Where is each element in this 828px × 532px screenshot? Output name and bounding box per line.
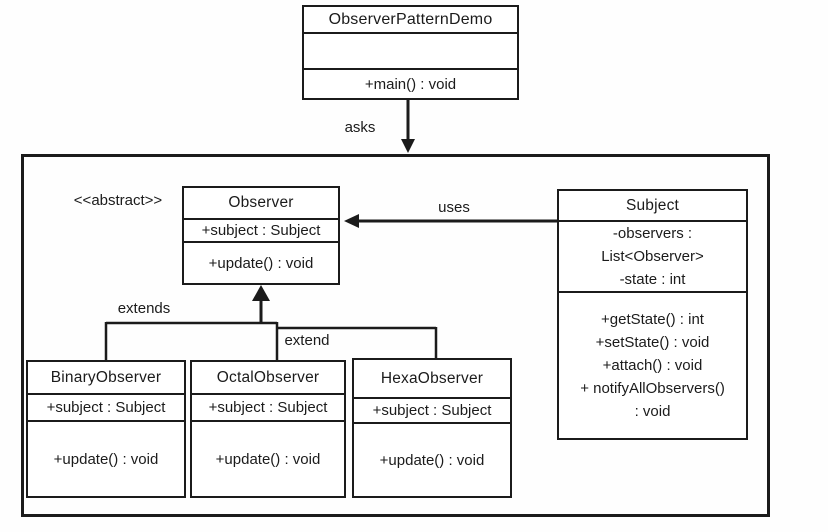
extends-label: extends <box>117 300 171 317</box>
class-title: Subject <box>559 191 746 222</box>
method-item: +setState() : void <box>595 334 710 351</box>
class-title: BinaryObserver <box>28 362 184 395</box>
class-attributes: +subject : Subject <box>354 399 510 424</box>
class-methods: +main() : void <box>304 70 517 98</box>
class-methods: +update() : void <box>354 424 510 496</box>
abstract-stereotype-label: <<abstract>> <box>73 192 163 209</box>
method-item: +update() : void <box>208 254 314 272</box>
system-boundary-box <box>21 154 770 517</box>
method-item: +update() : void <box>379 451 485 469</box>
attribute-item: +subject : Subject <box>201 222 321 239</box>
class-title: Observer <box>184 188 338 220</box>
uses-label: uses <box>438 199 470 216</box>
attribute-item: +subject : Subject <box>208 399 328 416</box>
class-methods: +getState() : int +setState() : void +at… <box>559 293 746 438</box>
method-item: +getState() : int <box>601 311 704 328</box>
attribute-item: -state : int <box>619 271 686 288</box>
attribute-item: +subject : Subject <box>372 402 492 419</box>
extend-label: extend <box>284 332 330 349</box>
asks-label: asks <box>344 119 376 136</box>
class-title: HexaObserver <box>354 360 510 399</box>
class-methods: +update() : void <box>28 422 184 496</box>
class-box-binary-observer: BinaryObserver +subject : Subject +updat… <box>26 360 186 498</box>
method-item: +update() : void <box>53 450 159 468</box>
class-box-subject: Subject -observers : List<Observer> -sta… <box>557 189 748 440</box>
class-attributes: +subject : Subject <box>192 395 344 422</box>
class-title: OctalObserver <box>192 362 344 395</box>
class-attributes: +subject : Subject <box>28 395 184 422</box>
attribute-item: +subject : Subject <box>46 399 166 416</box>
class-attributes: -observers : List<Observer> -state : int <box>559 222 746 293</box>
class-box-observer: Observer +subject : Subject +update() : … <box>182 186 340 285</box>
method-item: : void <box>634 403 671 420</box>
class-title: ObserverPatternDemo <box>304 7 517 34</box>
attribute-item: -observers : <box>612 225 693 242</box>
class-attributes-empty <box>304 34 517 70</box>
class-methods: +update() : void <box>184 243 338 283</box>
class-box-octal-observer: OctalObserver +subject : Subject +update… <box>190 360 346 498</box>
class-methods: +update() : void <box>192 422 344 496</box>
method-item: +main() : void <box>364 75 457 93</box>
class-box-hexa-observer: HexaObserver +subject : Subject +update(… <box>352 358 512 498</box>
method-item: + notifyAllObservers() <box>580 380 725 397</box>
attribute-item: List<Observer> <box>601 248 704 265</box>
class-attributes: +subject : Subject <box>184 220 338 243</box>
method-item: +attach() : void <box>602 357 703 374</box>
class-box-observer-pattern-demo: ObserverPatternDemo +main() : void <box>302 5 519 100</box>
asks-arrow <box>401 100 415 153</box>
method-item: +update() : void <box>215 450 321 468</box>
